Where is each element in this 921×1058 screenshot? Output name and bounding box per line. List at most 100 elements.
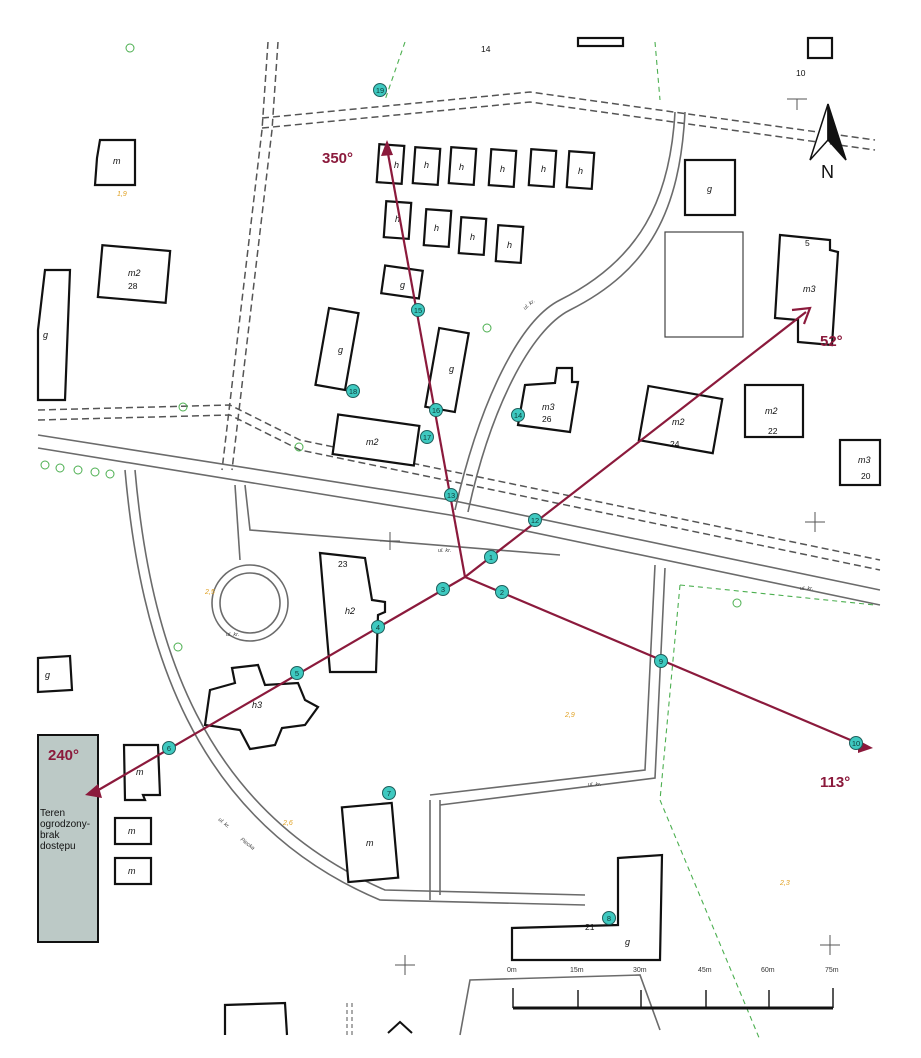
point-8: 8 (602, 911, 616, 925)
tree-markers (40, 43, 742, 652)
scale-tick-15: 15m (570, 967, 584, 974)
bld-number-5: 5 (805, 238, 810, 248)
svg-text:h: h (394, 160, 399, 170)
svg-text:5: 5 (295, 669, 299, 678)
dashed-tracks (37, 41, 881, 571)
svg-text:ul. kr.: ul. kr. (588, 782, 601, 788)
svg-text:1: 1 (489, 553, 493, 562)
svg-text:18: 18 (349, 387, 357, 396)
svg-text:9: 9 (659, 657, 663, 666)
svg-text:21: 21 (585, 922, 595, 932)
north-label: N (821, 162, 834, 182)
scale-tick-30: 30m (633, 967, 647, 974)
point-12: 12 (528, 513, 542, 527)
svg-text:m2: m2 (366, 437, 379, 447)
svg-text:2,6: 2,6 (282, 820, 293, 827)
svg-text:7: 7 (387, 789, 391, 798)
svg-text:10: 10 (852, 739, 860, 748)
point-5: 5 (290, 666, 304, 680)
bearing-350: 350° (322, 150, 353, 167)
svg-text:m: m (136, 767, 144, 777)
restricted-area-label: Teren ogrodzony- brak dostępu (40, 808, 91, 852)
scale-tick-60: 60m (761, 967, 775, 974)
svg-text:ul. kr.: ul. kr. (217, 817, 231, 830)
point-4: 4 (371, 620, 385, 634)
bearing-52: 52° (820, 333, 843, 350)
grid-crosses (380, 98, 840, 975)
traverse-lines (85, 140, 873, 798)
svg-text:2,9: 2,9 (564, 712, 575, 719)
svg-text:16: 16 (432, 406, 440, 415)
bearing-113: 113° (820, 774, 850, 791)
point-7: 7 (382, 786, 396, 800)
svg-text:6: 6 (167, 744, 171, 753)
scale-tick-45: 45m (698, 967, 712, 974)
svg-text:4: 4 (376, 623, 380, 632)
street-labels: ul. kr. ul. kr. ul. kr. ul. kr. ul. kr. … (217, 298, 814, 851)
svg-text:g: g (45, 670, 50, 680)
scale-tick-75: 75m (825, 967, 839, 974)
bearing-labels: 350° 52° 240° 113° (48, 150, 850, 791)
svg-text:h: h (434, 223, 439, 233)
svg-text:m: m (128, 866, 136, 876)
point-2: 2 (495, 585, 509, 599)
svg-text:h: h (500, 164, 505, 174)
svg-text:h: h (578, 166, 583, 176)
svg-text:24: 24 (670, 439, 680, 449)
buildings (36, 36, 882, 1036)
svg-text:h2: h2 (345, 606, 355, 616)
north-arrow-icon: N (809, 103, 847, 182)
svg-text:17: 17 (423, 433, 431, 442)
svg-text:22: 22 (768, 426, 778, 436)
point-9: 9 (654, 654, 668, 668)
svg-text:m: m (128, 826, 136, 836)
point-14: 14 (511, 408, 525, 422)
point-19: 19 (373, 83, 387, 97)
svg-text:h: h (424, 160, 429, 170)
svg-text:h: h (395, 214, 400, 224)
svg-text:h: h (459, 162, 464, 172)
point-15: 15 (411, 303, 425, 317)
bld-label-m: m (113, 156, 121, 166)
svg-text:3: 3 (441, 585, 445, 594)
bld-number-28: 28 (128, 281, 138, 291)
svg-text:23: 23 (338, 559, 348, 569)
svg-text:ul. kr.: ul. kr. (800, 586, 813, 592)
building-labels: m m2 28 g h h h h h h h h h h g g g m2 g… (43, 44, 871, 947)
svg-text:13: 13 (447, 491, 455, 500)
svg-text:1,9: 1,9 (117, 191, 127, 198)
svg-text:12: 12 (531, 516, 539, 525)
svg-text:h3: h3 (252, 700, 262, 710)
svg-text:20: 20 (861, 471, 871, 481)
svg-text:h: h (470, 232, 475, 242)
roads (37, 111, 881, 1036)
svg-text:15: 15 (414, 306, 422, 315)
svg-text:g: g (338, 345, 343, 355)
svg-text:g: g (707, 184, 712, 194)
svg-text:ul. kr.: ul. kr. (226, 632, 239, 638)
scale-tick-0: 0m (507, 967, 517, 974)
svg-text:m: m (366, 838, 374, 848)
chevron-up-icon (387, 1020, 413, 1034)
street-name: Piecka (239, 837, 256, 852)
point-13: 13 (444, 488, 458, 502)
svg-text:10: 10 (796, 68, 806, 78)
svg-text:2: 2 (500, 588, 504, 597)
svg-text:m3: m3 (858, 455, 871, 465)
svg-text:m3: m3 (542, 402, 555, 412)
svg-text:g: g (625, 937, 630, 947)
point-3: 3 (436, 582, 450, 596)
svg-text:8: 8 (607, 914, 611, 923)
green-boundaries (384, 41, 876, 1041)
point-17: 17 (420, 430, 434, 444)
bld-label-g: g (43, 330, 48, 340)
restricted-area (37, 734, 99, 943)
svg-text:h: h (541, 164, 546, 174)
point-6: 6 (162, 741, 176, 755)
svg-text:ul. kr.: ul. kr. (438, 548, 451, 554)
point-1: 1 (484, 550, 498, 564)
svg-text:h: h (507, 240, 512, 250)
scale-bar: 0m 15m 30m 45m 60m 75m (507, 967, 839, 1010)
point-18: 18 (346, 384, 360, 398)
